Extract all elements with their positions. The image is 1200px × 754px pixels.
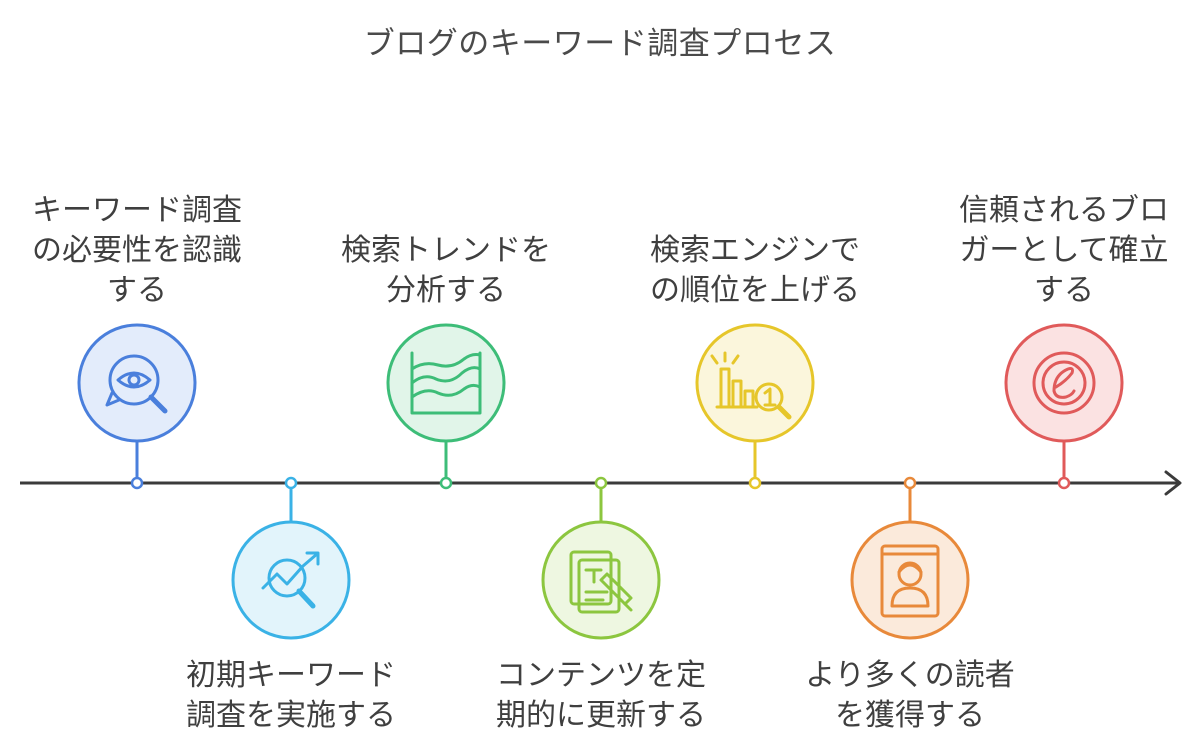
timeline-dot bbox=[748, 476, 762, 490]
timeline-dot bbox=[130, 476, 144, 490]
step-node bbox=[386, 323, 506, 443]
step-label-line: の順位を上げる bbox=[650, 273, 860, 308]
step-label-line: 検索トレンドを bbox=[341, 233, 551, 268]
step-node bbox=[850, 520, 970, 640]
step-label-line: の必要性を認識 bbox=[32, 233, 242, 268]
step-label-line: 調査を実施する bbox=[186, 698, 396, 733]
area-chart-icon bbox=[410, 351, 482, 415]
step-node bbox=[231, 520, 351, 640]
ranking-search-icon bbox=[710, 351, 792, 420]
timeline-dot bbox=[903, 476, 917, 490]
step-label-line: する bbox=[1034, 273, 1094, 308]
step-label: 検索トレンドを分析する bbox=[321, 231, 571, 311]
step-label-line: する bbox=[107, 273, 167, 308]
step-label: より多くの読者を獲得する bbox=[785, 656, 1035, 736]
step-label-line: 信頼されるブロ bbox=[959, 193, 1169, 228]
step-label: 信頼されるブロガーとして確立する bbox=[939, 191, 1189, 311]
step-node-circle bbox=[695, 323, 815, 443]
step-node-circle bbox=[850, 520, 970, 640]
step-node bbox=[695, 323, 815, 443]
step-label: 初期キーワード調査を実施する bbox=[166, 656, 416, 736]
step-node bbox=[1004, 323, 1124, 443]
step-label: キーワード調査の必要性を認識する bbox=[12, 191, 262, 311]
reader-profile-icon bbox=[880, 544, 940, 618]
trend-search-icon bbox=[261, 551, 320, 609]
timeline-dot bbox=[594, 476, 608, 490]
timeline-dot bbox=[284, 476, 298, 490]
document-edit-icon bbox=[569, 550, 633, 614]
diagram-title: ブログのキーワード調査プロセス bbox=[363, 26, 837, 62]
step-label-line: より多くの読者 bbox=[805, 658, 1015, 693]
step-label-line: ガーとして確立 bbox=[959, 233, 1169, 268]
eye-search-icon bbox=[105, 354, 168, 414]
step-label-line: 検索エンジンで bbox=[650, 233, 860, 268]
step-label-line: キーワード調査 bbox=[32, 193, 242, 228]
step-label-line: 期的に更新する bbox=[496, 698, 706, 733]
step-node bbox=[77, 323, 197, 443]
step-label-line: コンテンツを定 bbox=[496, 658, 706, 693]
step-node bbox=[541, 520, 661, 640]
step-label-line: を獲得する bbox=[835, 698, 985, 733]
timeline-dot bbox=[1057, 476, 1071, 490]
step-label-line: 分析する bbox=[386, 273, 506, 308]
nodes bbox=[77, 323, 1124, 640]
timeline-arrowhead bbox=[1164, 470, 1182, 496]
timeline-dot bbox=[439, 476, 453, 490]
step-node-circle bbox=[386, 323, 506, 443]
blogger-e-icon bbox=[1032, 351, 1096, 415]
step-label-line: 初期キーワード bbox=[186, 658, 396, 693]
step-label: 検索エンジンでの順位を上げる bbox=[630, 231, 880, 311]
connectors bbox=[135, 441, 1066, 522]
step-label: コンテンツを定期的に更新する bbox=[476, 656, 726, 736]
